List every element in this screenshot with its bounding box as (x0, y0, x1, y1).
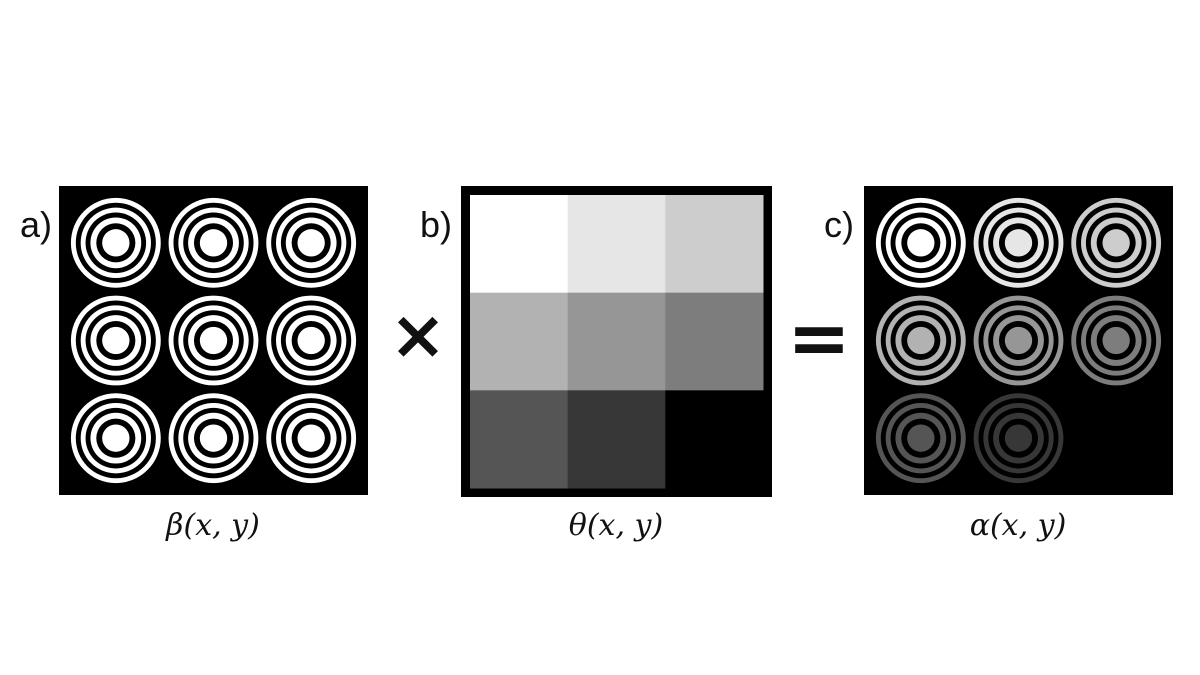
ring-set-r2-c2 (266, 393, 357, 484)
theta-gray-grid (470, 195, 764, 489)
theta-cell-r2-c0 (470, 390, 569, 489)
panel-b-letter: b) (420, 204, 453, 245)
ring-set-r1-c2 (266, 295, 357, 386)
ring-set-r2-c1 (168, 393, 259, 484)
equals-sign: = (787, 293, 851, 382)
theta-cell-r0-c2 (665, 195, 764, 294)
ring-set-r2-c1 (973, 393, 1064, 484)
ring (907, 229, 935, 257)
alpha-ring-pattern (875, 197, 1162, 484)
ring-set-r1-c1 (973, 295, 1064, 386)
ring (907, 326, 935, 355)
ring (1102, 424, 1130, 452)
ring-set-r1-c2 (1071, 295, 1162, 386)
ring (199, 229, 228, 257)
ring (102, 326, 130, 355)
theta-cell-r2-c2 (665, 390, 764, 489)
ring-set-r0-c1 (973, 197, 1064, 288)
beta-ring-pattern (70, 197, 357, 484)
ring (1102, 326, 1130, 355)
multiply-sign: × (389, 296, 447, 375)
panel-c-letter: c) (824, 204, 854, 245)
ring (1004, 326, 1033, 355)
ring (297, 424, 325, 452)
panel-a-beta-rings (59, 186, 368, 495)
ring-set-r0-c0 (875, 197, 966, 288)
ring-set-r2-c0 (70, 393, 161, 484)
theta-cell-r1-c0 (470, 292, 569, 391)
ring-set-r0-c2 (266, 197, 357, 288)
ring (102, 229, 130, 257)
theta-cell-r0-c0 (470, 195, 569, 294)
ring (1004, 424, 1033, 452)
caption-beta: β(x, y) (166, 508, 260, 543)
panel-c-alpha-rings (864, 186, 1173, 495)
ring-set-r0-c0 (70, 197, 161, 288)
ring (907, 424, 935, 452)
ring-set-r0-c1 (168, 197, 259, 288)
ring (199, 424, 228, 452)
panel-a-letter: a) (20, 204, 53, 245)
ring-set-r2-c0 (875, 393, 966, 484)
theta-cell-r1-c2 (665, 292, 764, 391)
ring (297, 229, 325, 257)
ring-set-r0-c2 (1071, 197, 1162, 288)
ring-set-r1-c0 (875, 295, 966, 386)
ring (102, 424, 130, 452)
ring (1004, 229, 1033, 257)
ring (1102, 229, 1130, 257)
panel-b-theta-grid (461, 186, 772, 497)
theta-cell-r0-c1 (567, 195, 666, 294)
ring (297, 326, 325, 355)
theta-cell-r1-c1 (567, 292, 666, 391)
ring-set-r1-c0 (70, 295, 161, 386)
ring-set-r1-c1 (168, 295, 259, 386)
ring-set-r2-c2 (1071, 393, 1162, 484)
theta-cell-r2-c1 (567, 390, 666, 489)
caption-theta: θ(x, y) (568, 508, 664, 543)
caption-alpha: α(x, y) (969, 508, 1067, 543)
ring (199, 326, 228, 355)
